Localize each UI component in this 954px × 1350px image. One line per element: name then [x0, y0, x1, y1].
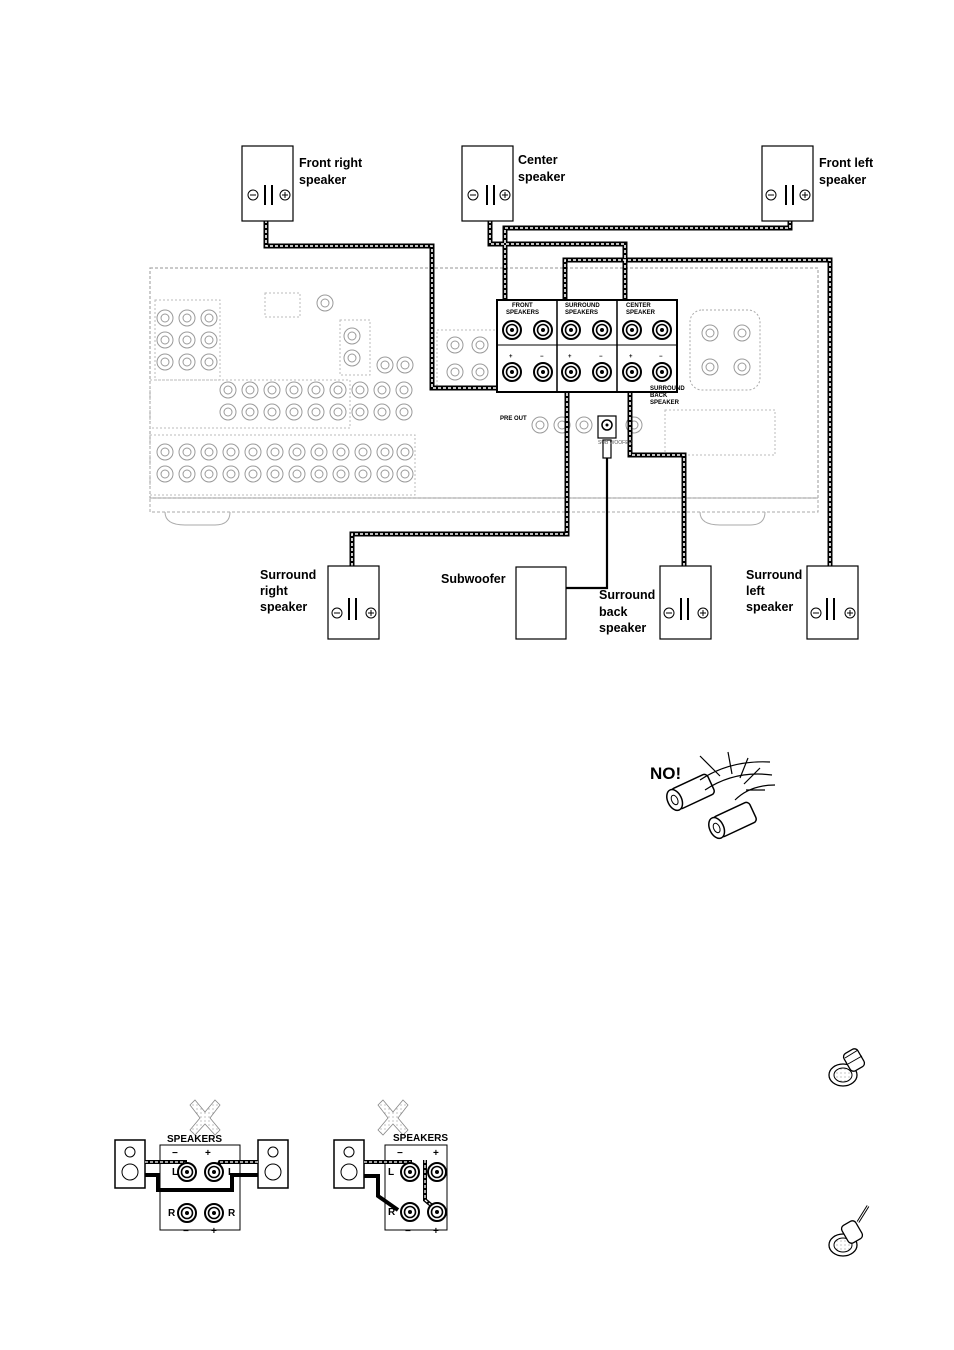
- minus-mark: −: [659, 354, 663, 360]
- subwoofer: Subwoofer: [441, 567, 566, 639]
- binding-post-with-banana-plug-icon: [829, 1206, 868, 1256]
- surround-speakers-label-2: SPEAKERS: [565, 310, 598, 316]
- surround-right-label-2: right: [260, 584, 289, 598]
- surround-back-speaker-label-3: speaker: [599, 621, 646, 635]
- surround-back-speaker-label: Surround: [599, 588, 655, 602]
- front-left-speaker: Front left speaker: [762, 146, 874, 221]
- pre-out-label: PRE OUT: [500, 416, 527, 422]
- front-left-label: Front left: [819, 156, 874, 170]
- plus-mark: +: [629, 354, 633, 360]
- surround-back-speaker: Surround back speaker: [599, 566, 711, 639]
- left-channel-label: L: [172, 1167, 178, 1178]
- speakers-label: SPEAKERS: [167, 1134, 222, 1145]
- wrong-example-1: SPEAKERS − + L L R R − +: [115, 1100, 288, 1237]
- surround-right-minus-terminal: [562, 321, 580, 339]
- front-right-label-2: speaker: [299, 173, 346, 187]
- center-speaker-label: CENTER: [626, 303, 651, 309]
- left-channel-label: L: [388, 1167, 394, 1178]
- minus-mark: −: [540, 354, 544, 360]
- minus-mark: −: [172, 1148, 178, 1159]
- right-channel-label: R: [388, 1207, 396, 1218]
- cross-mark-icon: [378, 1100, 408, 1135]
- speaker-cables: [266, 200, 830, 606]
- plus-mark: +: [568, 354, 572, 360]
- surround-back-label-3: SPEAKER: [650, 400, 680, 406]
- receiver-rear-panel: [150, 268, 818, 525]
- surround-left-minus-terminal: [593, 321, 611, 339]
- surround-right-label-3: speaker: [260, 600, 307, 614]
- minus-mark: −: [397, 1148, 403, 1159]
- surround-back-label-2: BACK: [650, 393, 668, 399]
- surround-right-label: Surround: [260, 568, 316, 582]
- center-extra-terminal: [653, 321, 671, 339]
- surround-speakers-label: SURROUND: [565, 303, 600, 309]
- plus-mark: +: [433, 1148, 439, 1159]
- cross-mark-icon: [190, 1100, 220, 1135]
- left-channel-label: L: [228, 1167, 234, 1178]
- surround-back-terminal: [653, 363, 671, 381]
- minus-mark: −: [183, 1226, 189, 1237]
- surround-left-plus-terminal: [593, 363, 611, 381]
- center-plus-terminal: [623, 363, 641, 381]
- center-speaker: Center speaker: [462, 146, 565, 221]
- front-right-label: Front right: [299, 156, 363, 170]
- right-channel-label: R: [228, 1208, 236, 1219]
- surround-right-speaker: Surround right speaker: [260, 566, 379, 639]
- plus-mark: +: [211, 1226, 217, 1237]
- plus-mark: +: [433, 1226, 439, 1237]
- subwoofer-out-label: SUB WOOFER: [598, 440, 633, 446]
- speakers-label: SPEAKERS: [393, 1133, 448, 1144]
- surround-back-speaker-label-2: back: [599, 605, 628, 619]
- surround-left-label-2: left: [746, 584, 766, 598]
- center-label: Center: [518, 153, 558, 167]
- front-left-label-2: speaker: [819, 173, 866, 187]
- front-speakers-label-2: SPEAKERS: [506, 310, 539, 316]
- center-speaker-label-2: SPEAKER: [626, 310, 656, 316]
- minus-mark: −: [599, 354, 603, 360]
- wrong-example-2: SPEAKERS − + L R − +: [334, 1100, 448, 1237]
- front-right-plus-terminal: [503, 363, 521, 381]
- front-left-minus-terminal: [534, 321, 552, 339]
- front-right-speaker: Front right speaker: [242, 146, 363, 221]
- right-channel-label: R: [168, 1208, 176, 1219]
- center-minus-terminal: [623, 321, 641, 339]
- no-short-circuit-illustration: NO!: [650, 752, 775, 841]
- surround-left-label-3: speaker: [746, 600, 793, 614]
- binding-post-icon: [829, 1047, 866, 1086]
- warning-no-label: NO!: [650, 764, 681, 783]
- surround-left-speaker: Surround left speaker: [746, 566, 858, 639]
- subwoofer-label: Subwoofer: [441, 572, 506, 586]
- minus-mark: −: [405, 1226, 411, 1237]
- plus-mark: +: [205, 1148, 211, 1159]
- front-right-minus-terminal: [503, 321, 521, 339]
- plus-mark: +: [509, 354, 513, 360]
- front-speakers-label: FRONT: [512, 303, 533, 309]
- surround-right-plus-terminal: [562, 363, 580, 381]
- surround-back-label: SURROUND: [650, 386, 685, 392]
- surround-left-label: Surround: [746, 568, 802, 582]
- center-label-2: speaker: [518, 170, 565, 184]
- front-left-plus-terminal: [534, 363, 552, 381]
